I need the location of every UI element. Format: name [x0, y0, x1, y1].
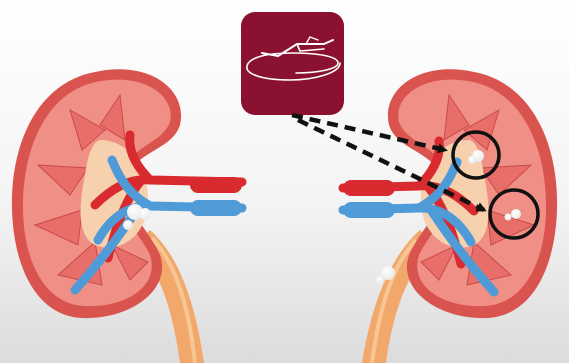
right-kidney — [343, 69, 557, 363]
kidney-stone — [123, 220, 133, 230]
tool-badge-background — [241, 12, 344, 115]
kidney-stone — [505, 214, 512, 221]
left-kidney — [12, 69, 242, 363]
kidney-stone — [511, 209, 521, 219]
kidney-stone — [468, 156, 476, 164]
kidney-stone — [376, 276, 384, 284]
tool-badge — [241, 12, 344, 115]
kidney-stone — [139, 208, 151, 220]
